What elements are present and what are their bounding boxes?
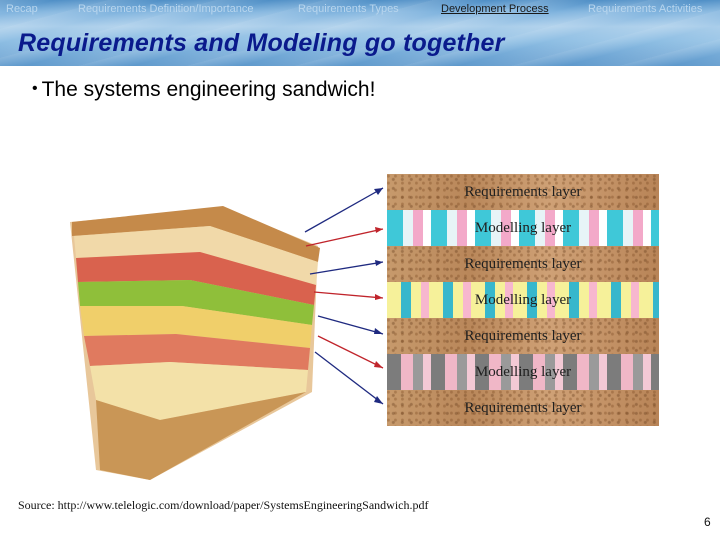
layer-label: Requirements layer bbox=[464, 256, 581, 273]
arrows bbox=[305, 188, 383, 404]
layer-stack: Requirements layer Modelling layer Requi… bbox=[387, 174, 659, 426]
arrow-1 bbox=[305, 188, 383, 232]
arrow-3 bbox=[310, 262, 383, 274]
requirements-layer-1: Requirements layer bbox=[387, 174, 659, 210]
requirements-layer-3: Requirements layer bbox=[387, 318, 659, 354]
page-number: 6 bbox=[704, 515, 711, 529]
arrowhead-2 bbox=[375, 227, 383, 233]
arrowhead-4 bbox=[375, 294, 383, 300]
arrow-2 bbox=[306, 229, 383, 246]
source-citation: Source: http://www.telelogic.com/downloa… bbox=[18, 498, 428, 513]
layer-label: Requirements layer bbox=[464, 328, 581, 345]
requirements-layer-2: Requirements layer bbox=[387, 246, 659, 282]
arrow-5 bbox=[318, 316, 383, 334]
arrow-6 bbox=[318, 336, 383, 368]
layer-label: Modelling layer bbox=[475, 292, 571, 309]
layer-label: Requirements layer bbox=[464, 400, 581, 417]
arrowhead-1 bbox=[374, 188, 383, 195]
layer-label: Modelling layer bbox=[475, 364, 571, 381]
arrowhead-6 bbox=[374, 361, 383, 368]
arrow-7 bbox=[315, 352, 383, 404]
layer-label: Modelling layer bbox=[475, 220, 571, 237]
arrowhead-7 bbox=[374, 396, 383, 404]
arrowhead-3 bbox=[375, 260, 383, 266]
sandwich-image bbox=[70, 206, 320, 480]
requirements-layer-4: Requirements layer bbox=[387, 390, 659, 426]
arrow-4 bbox=[314, 292, 383, 298]
modelling-layer-1: Modelling layer bbox=[387, 210, 659, 246]
layer-label: Requirements layer bbox=[464, 184, 581, 201]
modelling-layer-3: Modelling layer bbox=[387, 354, 659, 390]
modelling-layer-2: Modelling layer bbox=[387, 282, 659, 318]
arrowhead-5 bbox=[374, 328, 383, 334]
